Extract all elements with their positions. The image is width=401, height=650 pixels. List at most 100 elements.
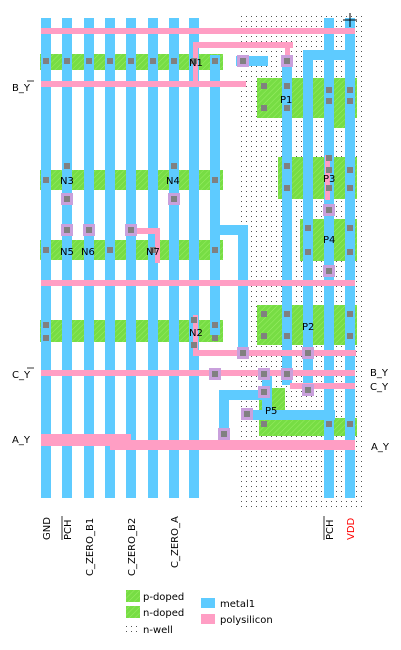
bottom-label-c-zero-b2: C_ZERO_B2 (127, 518, 138, 576)
contact-25 (326, 185, 332, 191)
contact-3 (107, 58, 113, 64)
contact-22 (284, 185, 290, 191)
contact-2 (86, 58, 92, 64)
contact-18 (64, 163, 70, 169)
bottom-rail-labels: GND PCH C_ZERO_B1 C_ZERO_B2 C_ZERO_A PCH… (42, 516, 357, 576)
legend-n-doped-label: n-doped (143, 608, 184, 619)
metal-internal-e (219, 390, 229, 440)
contact-13 (326, 87, 332, 93)
bottom-label-gnd: GND (42, 517, 53, 540)
via-core-5 (86, 227, 92, 233)
via-core-8 (326, 268, 332, 274)
c-zero-b2-rail (126, 18, 136, 498)
contact-20 (171, 163, 177, 169)
contact-26 (347, 185, 353, 191)
poly-n2 (193, 350, 356, 356)
bottom-label-vdd: VDD (346, 517, 357, 540)
label-p1: P1 (280, 95, 292, 106)
contact-41 (212, 335, 218, 341)
label-n2: N2 (189, 328, 203, 339)
c-zero-b1-rail (84, 18, 94, 498)
legend-polysilicon-swatch (201, 614, 215, 624)
contact-5 (150, 58, 156, 64)
label-n4: N4 (166, 176, 180, 187)
bottom-label-c-zero-b1: C_ZERO_B1 (85, 518, 96, 576)
metal1-horizontal (215, 50, 355, 420)
metal-column-6 (148, 18, 158, 498)
left-label-c-y: C_Y (12, 370, 31, 381)
contact-7 (191, 58, 197, 64)
label-n5: N5 (60, 247, 74, 258)
metal-internal-c (282, 55, 292, 385)
poly-a-y (110, 440, 355, 450)
poly-top (41, 28, 355, 34)
contact-51 (326, 421, 332, 427)
label-p4: P4 (323, 235, 335, 246)
metal-h-n1 (236, 56, 268, 66)
contact-40 (212, 322, 218, 328)
contact-27 (326, 155, 332, 161)
legend: p-doped n-doped n-well metal1 polysilico… (126, 590, 273, 636)
contact-10 (261, 105, 267, 111)
contact-24 (347, 167, 353, 173)
label-p2: P2 (302, 322, 314, 333)
contact-44 (284, 311, 290, 317)
poly-v-a (193, 42, 198, 87)
metal-h-p5 (219, 390, 272, 400)
metal-h-top (303, 50, 355, 60)
contact-4 (128, 58, 134, 64)
contact-14 (347, 87, 353, 93)
right-label-b-y: B_Y (370, 368, 389, 379)
via-core-11 (212, 371, 218, 377)
contact-33 (212, 247, 218, 253)
gnd-rail (41, 18, 51, 498)
poly-v-d (193, 315, 198, 355)
contact-45 (284, 333, 290, 339)
label-n7: N7 (146, 247, 160, 258)
contact-1 (64, 58, 70, 64)
contact-31 (347, 249, 353, 255)
legend-p-doped-swatch (126, 590, 140, 602)
contact-30 (347, 225, 353, 231)
via-core-3 (171, 196, 177, 202)
c-zero-a-rail (169, 18, 179, 498)
label-p5: P5 (265, 406, 277, 417)
poly-a-y-top (41, 434, 131, 446)
contact-15 (326, 98, 332, 104)
right-label-c-y: C_Y (370, 382, 389, 393)
contact-36 (43, 322, 49, 328)
p5-diffusion-bottom (259, 418, 357, 436)
contact-39 (191, 342, 197, 348)
via-core-1 (284, 58, 290, 64)
label-n6: N6 (81, 247, 95, 258)
via-core-4 (64, 227, 70, 233)
metal-column-8 (189, 18, 199, 498)
contact-37 (43, 335, 49, 341)
left-label-b-y: B_Y (12, 83, 31, 94)
contact-28 (305, 225, 311, 231)
poly-p5 (290, 383, 355, 389)
contact-42 (261, 311, 267, 317)
poly-n1-gate (193, 42, 293, 48)
contact-0 (43, 58, 49, 64)
via-core-13 (284, 371, 290, 377)
contact-34 (107, 247, 113, 253)
metal-internal-b (238, 225, 248, 355)
contact-38 (191, 317, 197, 323)
contact-17 (43, 177, 49, 183)
poly-mid (41, 280, 355, 286)
via-core-2 (64, 196, 70, 202)
poly-v-c (325, 155, 330, 200)
poly-v-b (285, 42, 290, 62)
left-port-labels: B_Y C_Y A_Y (12, 80, 34, 446)
via-core-9 (240, 350, 246, 356)
contact-19 (212, 177, 218, 183)
contact-12 (284, 105, 290, 111)
contact-50 (347, 421, 353, 427)
legend-p-doped-label: p-doped (143, 592, 184, 603)
legend-metal1-label: metal1 (220, 599, 255, 610)
contact-6 (171, 58, 177, 64)
poly-v-e (155, 228, 160, 263)
